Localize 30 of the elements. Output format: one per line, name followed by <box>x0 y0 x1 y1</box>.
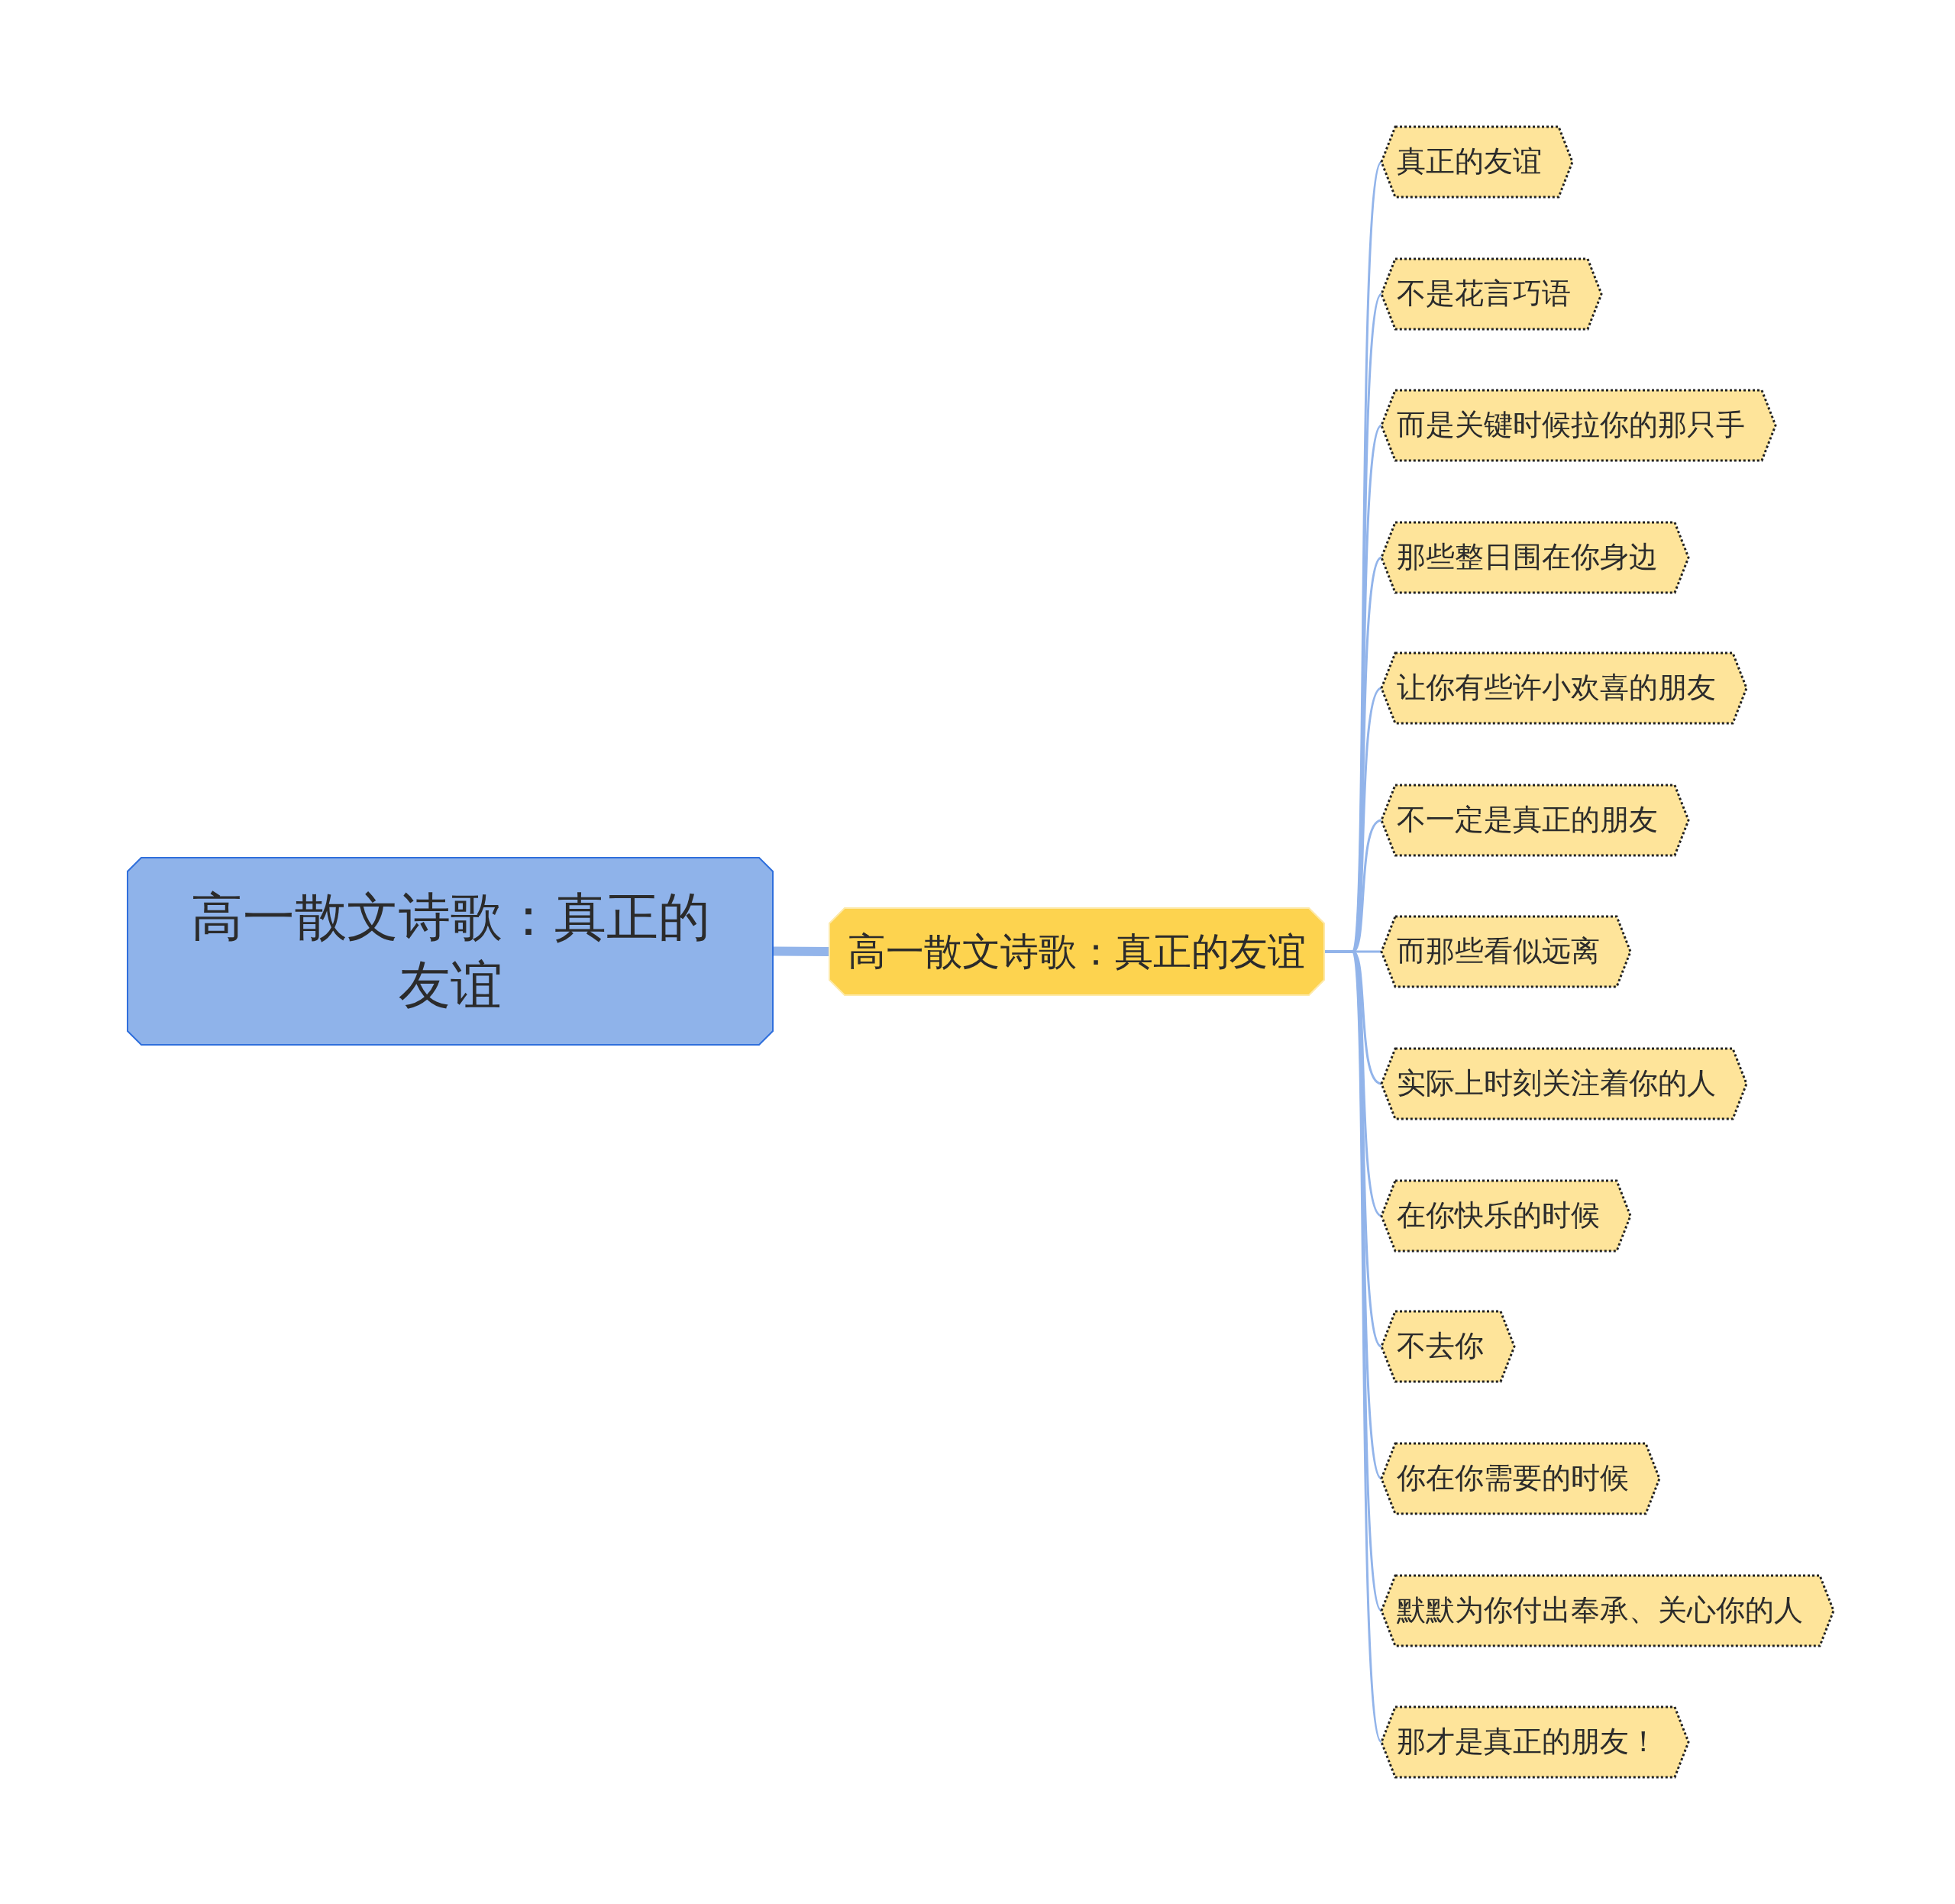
subtopic-hexagon <box>1381 916 1630 987</box>
subtopic-hexagon <box>1381 1576 1834 1646</box>
topic-text: 不去你 <box>1397 1328 1484 1365</box>
topic-text: 而那些看似远离 <box>1397 933 1600 970</box>
topic-text: 不一定是真正的朋友 <box>1397 802 1658 839</box>
topic-text: 在你快乐的时候 <box>1397 1198 1600 1234</box>
topic-text: 那才是真正的朋友！ <box>1397 1724 1658 1760</box>
subtopic-hexagon <box>1381 1707 1688 1777</box>
subtopic-hexagon <box>1381 1311 1514 1382</box>
subtopic-hexagon <box>1381 653 1747 723</box>
subtopic-hexagon <box>1381 127 1572 197</box>
subtopic-hexagon <box>1381 522 1688 593</box>
topic-text: 你在你需要的时候 <box>1397 1460 1629 1497</box>
subtopic-hexagon <box>1381 785 1688 855</box>
topic-text: 不是花言巧语 <box>1397 276 1571 312</box>
topic-text: 实际上时刻关注着你的人 <box>1397 1065 1716 1102</box>
topic-text: 而是关键时候拉你的那只手 <box>1397 407 1745 444</box>
topic-text: 那些整日围在你身边 <box>1397 539 1658 576</box>
topic-text: 高一散文诗歌：真正的友谊 <box>848 928 1306 975</box>
topic-text: 默默为你付出奉承、关心你的人 <box>1397 1592 1803 1629</box>
root-topic-box <box>128 858 773 1045</box>
subtopic-hexagon <box>1381 390 1776 461</box>
topic-text: 让你有些许小欢喜的朋友 <box>1397 670 1716 706</box>
subtopic-hexagon <box>1381 1049 1747 1119</box>
topic-text: 高一散文诗歌：真正的友谊 <box>189 886 711 1017</box>
main-topic-box <box>829 908 1324 995</box>
topic-text: 真正的友谊 <box>1397 144 1542 180</box>
subtopic-hexagon <box>1381 259 1601 329</box>
subtopic-hexagon <box>1381 1181 1630 1251</box>
subtopic-hexagon <box>1381 1443 1659 1514</box>
